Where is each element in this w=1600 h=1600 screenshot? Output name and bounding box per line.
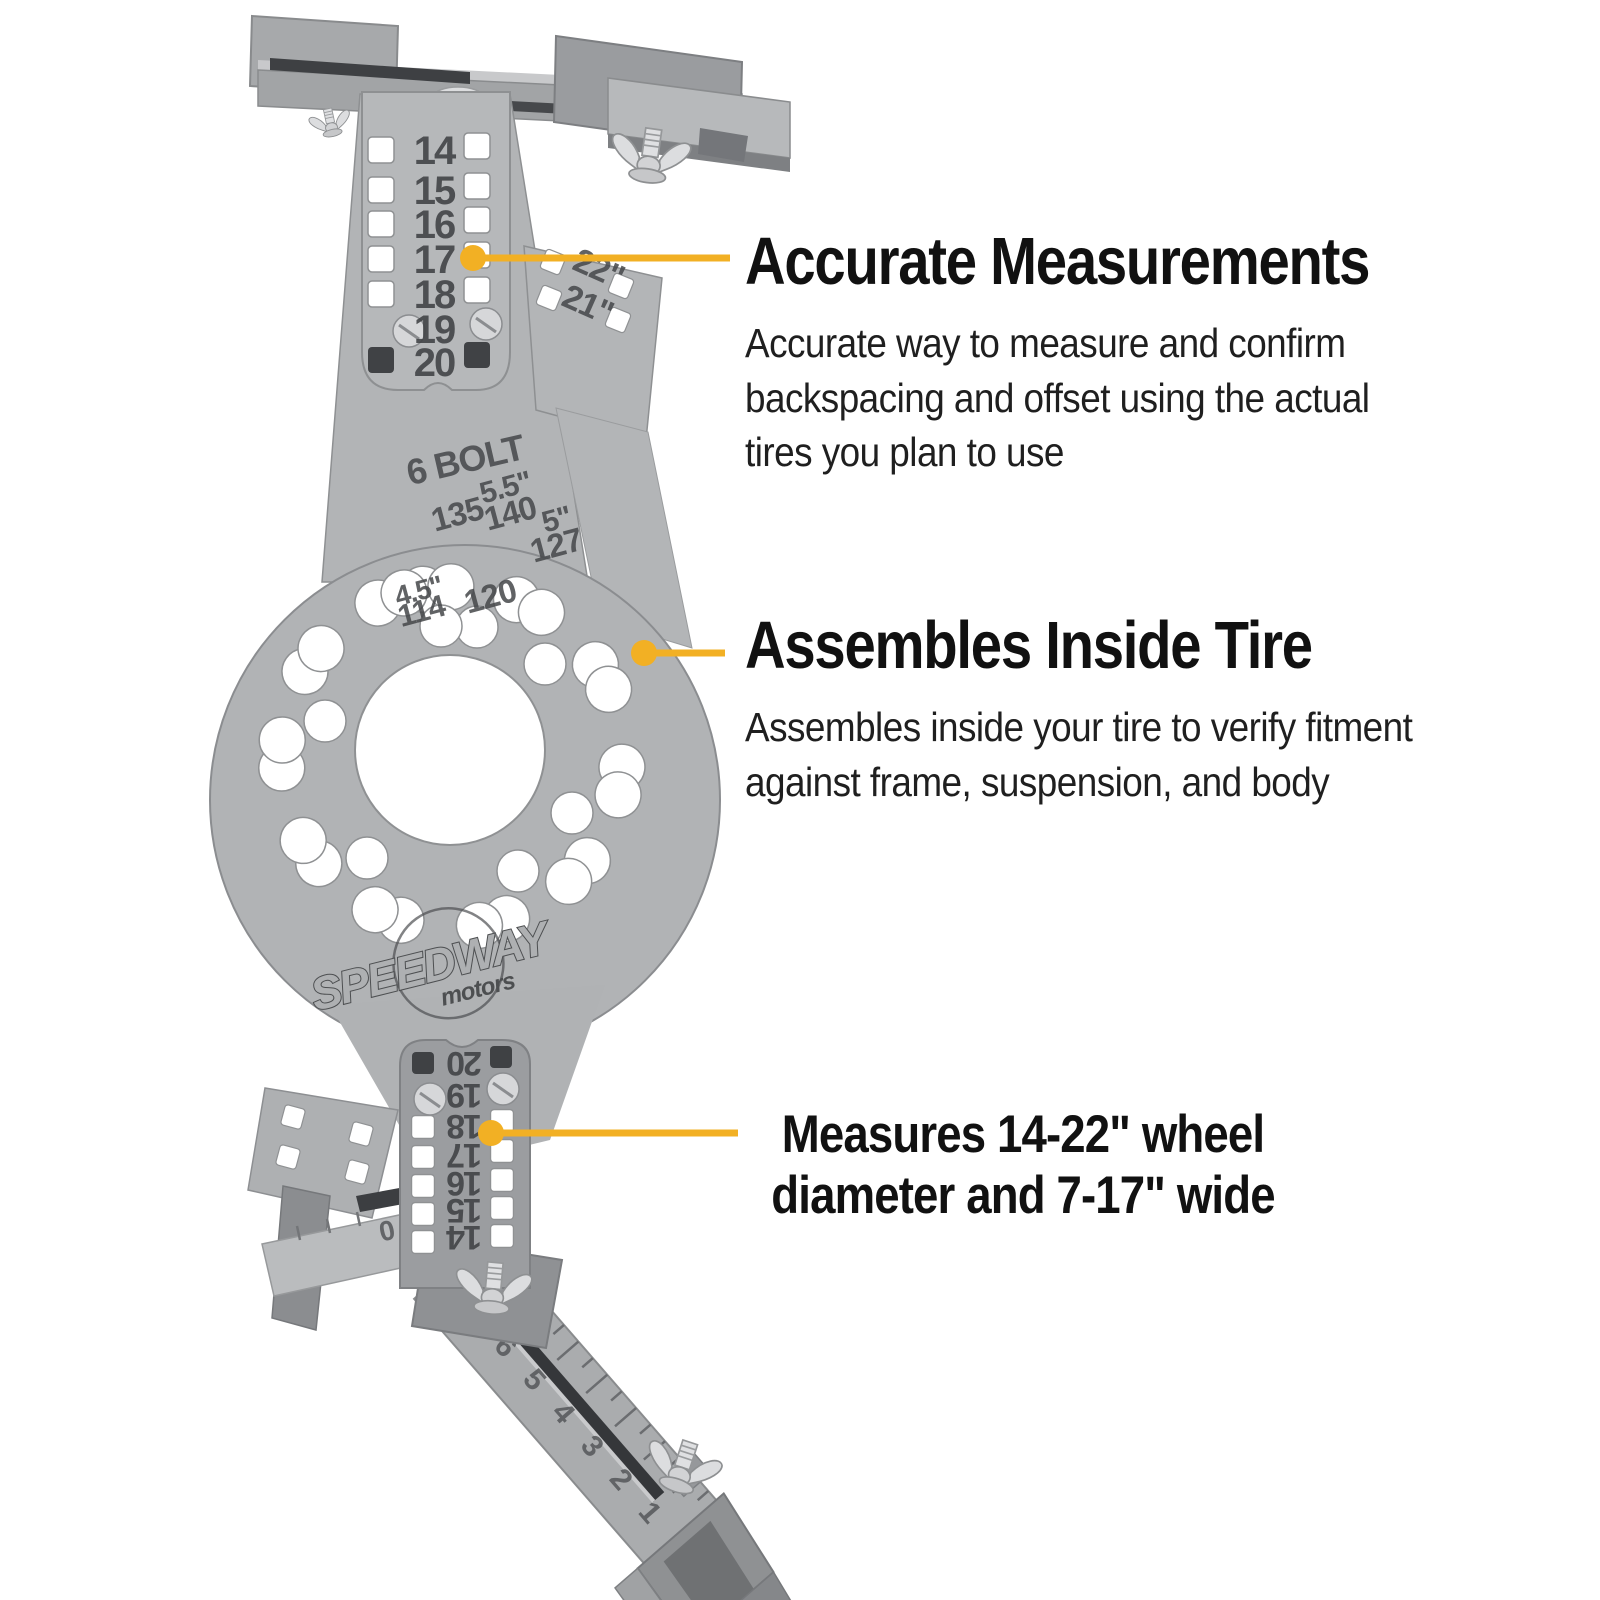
- rail-slide-bar: [270, 58, 470, 84]
- callout-leaders: [460, 245, 738, 1146]
- gauge-hole: [463, 276, 491, 304]
- bolt-slot: [257, 715, 307, 793]
- gauge-number: 19: [414, 308, 455, 352]
- top-clamp-rail: [248, 14, 791, 189]
- wing-screw-icon: [306, 104, 354, 142]
- callout-body-line: tires you plan to use: [745, 429, 1064, 476]
- callout-heading-line: diameter and 7-17" wide: [771, 1166, 1275, 1226]
- bolt-hole: [496, 849, 540, 893]
- gauge-hole: [410, 1173, 436, 1199]
- gauge-hole: [367, 245, 395, 273]
- gauge-hole: [367, 136, 395, 164]
- gauge-hole: [367, 280, 395, 308]
- gauge-number: 20: [447, 1044, 482, 1082]
- logo-ring: [392, 907, 505, 1020]
- gauge-number: 15: [414, 169, 456, 213]
- gauge-number: 17: [414, 238, 455, 282]
- gauge-slot-dark: [368, 347, 394, 373]
- stub-ticks: [295, 1193, 450, 1241]
- callout-body-line: backspacing and offset using the actual: [745, 374, 1370, 421]
- end-clamp-lip: [614, 1567, 704, 1600]
- gauge-hole: [489, 1223, 515, 1249]
- callout-body-line: Accurate way to measure and confirm: [745, 320, 1346, 367]
- callout-heading: Assembles Inside Tire: [745, 608, 1313, 683]
- gauge-hole: [463, 172, 491, 200]
- callout-body-line: Assembles inside your tire to verify fit…: [745, 704, 1413, 751]
- end-clamp-hook: [686, 1570, 793, 1600]
- gauge-number: 18: [414, 273, 456, 317]
- bolt-hole: [345, 836, 389, 880]
- callout-assembles-inside-tire: Assembles Inside Tire Assembles inside y…: [745, 608, 1487, 809]
- end-clamp: [614, 1491, 793, 1600]
- gauge-slot-dark: [412, 1052, 434, 1074]
- end-clamp-inner: [663, 1520, 754, 1600]
- wheel-diameter-gauge-top: 14 15 16 17 18 19 20: [361, 91, 511, 391]
- flange-hole: [343, 1158, 371, 1186]
- flange-arm: [555, 407, 693, 649]
- gauge-number: 19: [447, 1076, 482, 1114]
- gauge-number: 14: [414, 129, 457, 173]
- gauge-hole: [410, 1229, 436, 1255]
- gauge-number: 15: [447, 1191, 482, 1229]
- rivet-icon: [468, 306, 504, 342]
- gauge-hole: [463, 206, 491, 234]
- gauge-hole: [367, 176, 395, 204]
- bolt-circle-disc: 6 BOLT 135 5.5" 140 5" 127 4.5" 114 120 …: [209, 93, 721, 1219]
- callout-body: Assembles inside your tire to verify fit…: [745, 700, 1413, 809]
- center-bore-hole: [354, 654, 546, 846]
- gauge-number: 14: [446, 1218, 482, 1256]
- callout-accurate-measurements: Accurate Measurements Accurate way to me…: [745, 224, 1488, 480]
- ruler-slot: [488, 1303, 665, 1502]
- callout-body-line: against frame, suspension, and body: [745, 758, 1330, 805]
- right-clamp-hook: [698, 128, 748, 162]
- gauge-hole: [410, 1144, 436, 1170]
- bolt-hole: [303, 699, 347, 743]
- flange-hole: [347, 1120, 375, 1148]
- wheel-diameter-gauge-bottom: 20 19 18 17 16 15 14: [399, 1039, 531, 1289]
- ruler-slot-highlight: [488, 1311, 656, 1503]
- callout-heading-line: Measures 14-22" wheel: [781, 1105, 1265, 1164]
- gauge-number: 17: [447, 1136, 482, 1174]
- gauge-hole: [410, 1114, 436, 1140]
- flange-hole: [279, 1103, 307, 1131]
- callout-dot-3: [478, 1120, 504, 1146]
- gauge-number: 16: [447, 1164, 482, 1202]
- gauge-hole: [489, 1195, 515, 1221]
- flange-hole: [274, 1143, 302, 1171]
- callout-body: Accurate way to measure and confirm back…: [745, 316, 1414, 480]
- ruler-zero: 0: [376, 1214, 398, 1248]
- bolt-hole: [523, 642, 567, 686]
- gauge-number: 20: [414, 341, 455, 385]
- bolt-hole: [550, 791, 594, 835]
- callout-measurement-range: Measures 14-22" wheel diameter and 7-17"…: [723, 1104, 1323, 1227]
- gauge-hole: [410, 1201, 436, 1227]
- gauge-hole: [367, 210, 395, 238]
- callout-dot-1: [460, 245, 486, 271]
- gauge-hole: [489, 1167, 515, 1193]
- rivet-icon: [485, 1071, 521, 1107]
- gauge-number: 18: [447, 1107, 482, 1145]
- gauge-slot-dark: [490, 1046, 512, 1068]
- callout-dot-2: [631, 640, 657, 666]
- gauge-slot-dark: [464, 342, 490, 368]
- gauge-hole: [463, 132, 491, 160]
- rivet-icon: [412, 1081, 448, 1117]
- callout-heading: Accurate Measurements: [745, 224, 1370, 299]
- gauge-number: 16: [414, 203, 455, 247]
